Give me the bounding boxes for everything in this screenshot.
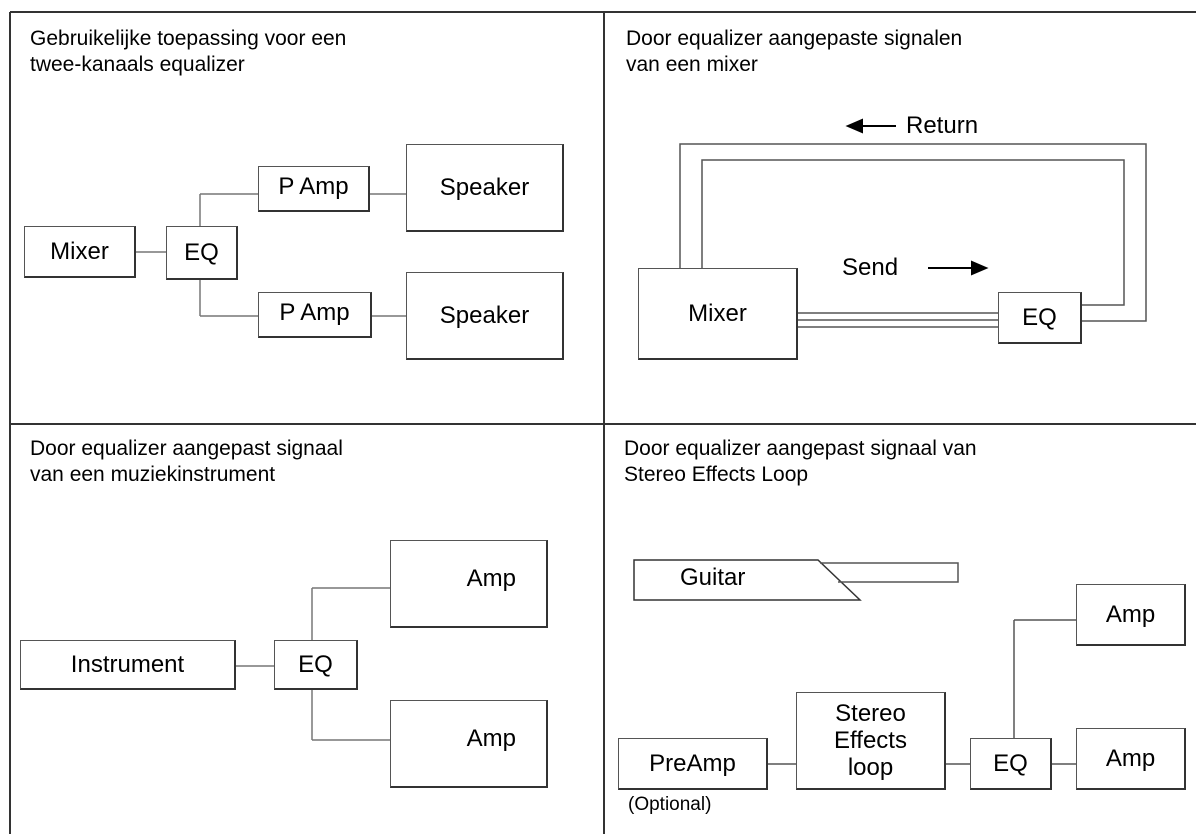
pamp-bottom-box: P Amp [258,292,372,338]
return-label: Return [906,112,979,139]
send-arrow-icon [971,260,989,276]
arrows [845,118,989,276]
speaker-bottom-box: Speaker [406,272,564,360]
pamp-top-label: P Amp [278,173,349,200]
panel-title-effects-loop: Door equalizer aangepast signaal van Ste… [624,437,977,486]
mixer-label: Mixer [688,300,747,327]
speaker-bottom-label: Speaker [439,302,530,329]
amp-top-box: Amp [1076,584,1186,646]
top-left-connectors [136,193,406,317]
amp-top-box: Amp [390,540,548,628]
pamp-top-box: P Amp [258,166,370,212]
eq-label: EQ [993,750,1028,777]
mixer-box: Mixer [24,226,136,278]
eq-box: EQ [998,292,1082,344]
eq-label: EQ [1022,304,1057,331]
amp-bottom-box: Amp [1076,728,1186,790]
eq-box: EQ [970,738,1052,790]
panel-title-instrument: Door equalizer aangepast signaal van een… [30,437,343,486]
speaker-top-label: Speaker [439,174,530,201]
guitar-label: Guitar [680,564,746,591]
panel-title-two-channel: Gebruikelijke toepassing voor een twee-k… [30,27,347,76]
amp-top-label: Amp [1105,601,1156,628]
instrument-label: Instrument [70,651,185,678]
effects-loop-box: Stereo Effects loop [796,692,946,790]
amp-top-label: Amp [466,565,516,592]
guitar-shape [633,559,862,601]
send-label: Send [842,254,899,281]
panel-grid [9,11,1196,834]
return-arrow-icon [845,118,863,134]
amp-bottom-label: Amp [466,725,516,752]
top-right-connectors [679,143,1147,328]
eq-label: EQ [298,651,333,678]
bottom-left-connectors [236,587,390,741]
preamp-label: PreAmp [649,750,736,777]
speaker-top-box: Speaker [406,144,564,232]
effects-loop-label: Stereo Effects loop [834,700,907,781]
mixer-box: Mixer [638,268,798,360]
pamp-bottom-label: P Amp [279,299,350,326]
mixer-label: Mixer [50,238,109,265]
eq-label: EQ [184,239,219,266]
bottom-right-connectors [768,562,1076,765]
eq-box: EQ [274,640,358,690]
optional-label: (Optional) [628,794,712,815]
amp-bottom-label: Amp [1105,745,1156,772]
instrument-box: Instrument [20,640,236,690]
eq-box: EQ [166,226,238,280]
amp-bottom-box: Amp [390,700,548,788]
panel-title-mixer-signals: Door equalizer aangepaste signalen van e… [626,27,963,76]
preamp-box: PreAmp [618,738,768,790]
